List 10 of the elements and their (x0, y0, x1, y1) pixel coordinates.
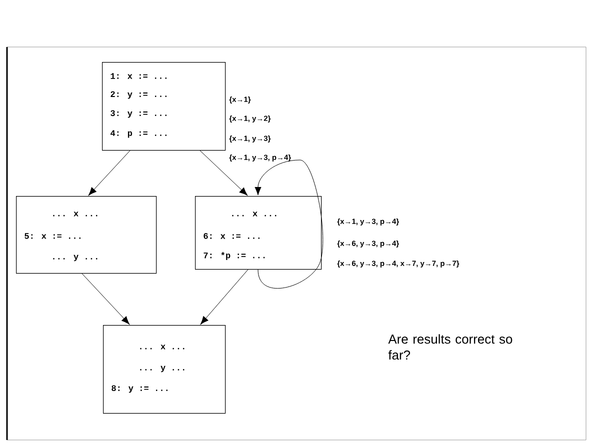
arrow (200, 269, 248, 324)
arrow (254, 160, 324, 289)
arrow (82, 273, 130, 325)
arrow (200, 150, 248, 196)
note: Are results correct so far? (388, 334, 512, 360)
arrow (88, 150, 130, 196)
code-block: ... x ... 6: x := ... 7: *p := ... (195, 196, 322, 270)
code-block: ... x ... ... y ... 8: y := ... (103, 325, 226, 414)
code-block: 1: x := ... 2: y := ... 3: y := ... 4: p := ... (102, 62, 226, 151)
code-block: ... x ... 5: x := ... ... y ... (16, 196, 157, 274)
